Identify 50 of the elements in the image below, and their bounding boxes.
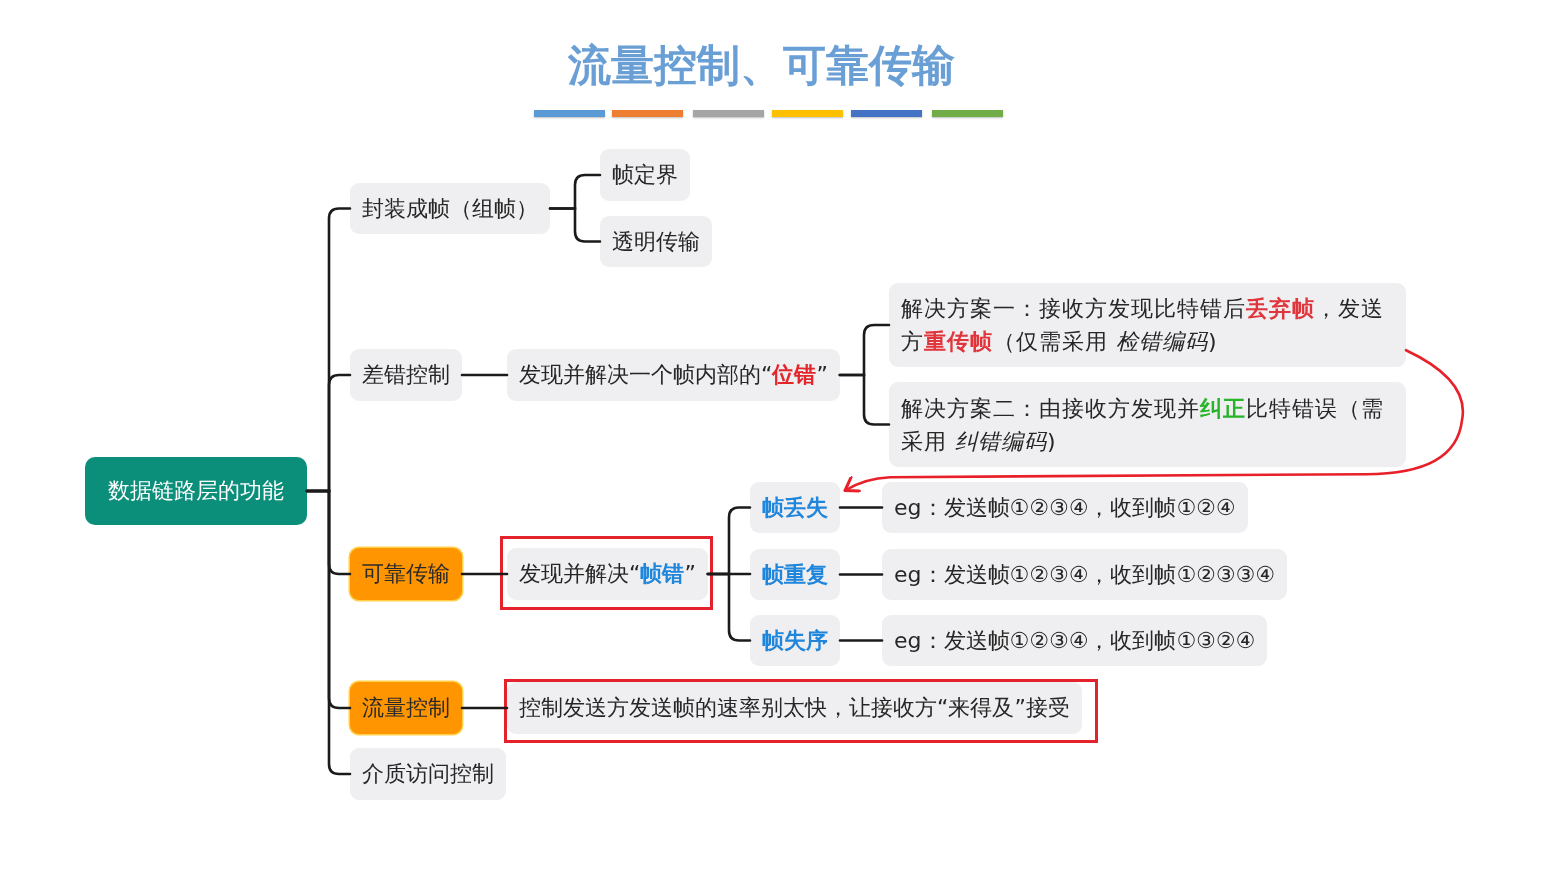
topic-box	[600, 216, 712, 267]
diagram-title: 流量控制、可靠传输	[567, 39, 955, 91]
topic-text: 透明传输	[612, 227, 700, 256]
topic-text: 流量控制	[362, 694, 450, 722]
highlight-frame	[504, 679, 1098, 743]
topic-box	[882, 615, 1268, 666]
root-topic-box	[85, 457, 307, 525]
topic-box	[350, 183, 550, 234]
topic-text: eg：发送帧①②③④，收到帧①②③③④	[894, 560, 1275, 589]
topic-text: 数据链路层的功能	[108, 477, 284, 505]
topic-box	[507, 682, 1082, 734]
highlight-frame	[500, 536, 713, 610]
topic-box	[350, 748, 506, 800]
topic-text: eg：发送帧①②③④，收到帧①②④	[894, 493, 1236, 522]
topic-text: 差错控制	[362, 361, 450, 389]
topic-text: 帧定界	[612, 161, 678, 189]
emphasized-topic-box	[350, 682, 462, 734]
topic-box	[750, 549, 840, 600]
branch-line	[460, 572, 509, 576]
topic-text: 发现并解决“帧错”	[519, 560, 696, 588]
topic-text: 解决方案一：接收方发现比特错后丢弃帧，发送方重传帧（仅需采用 检错编码)	[901, 295, 1385, 356]
branch-line	[838, 373, 891, 426]
topic-text: eg：发送帧①②③④，收到帧①③②④	[894, 626, 1256, 655]
topic-box	[350, 349, 462, 401]
topic-box	[750, 615, 840, 666]
topic-text: 控制发送方发送帧的速率别太快，让接收方“来得及”接受	[519, 694, 1070, 722]
branch-line	[460, 706, 509, 710]
topic-text: 帧失序	[762, 626, 828, 655]
topic-text: 帧重复	[762, 560, 828, 589]
topic-text: 介质访问控制	[362, 760, 494, 788]
topic-box	[882, 482, 1248, 533]
topic-box	[889, 283, 1406, 367]
branch-line	[838, 639, 884, 642]
branch-line	[838, 573, 884, 576]
emphasized-topic-box	[350, 548, 462, 600]
topic-box	[750, 482, 840, 533]
topic-box	[507, 548, 708, 600]
branch-line	[838, 506, 884, 509]
branch-line	[460, 373, 509, 377]
branch-line	[548, 207, 602, 243]
topic-text: 帧丢失	[762, 493, 828, 522]
topic-box	[600, 149, 690, 201]
topic-box	[507, 349, 840, 401]
curved-arrow	[843, 348, 1465, 493]
topic-text: 可靠传输	[362, 560, 450, 588]
topic-box	[889, 382, 1406, 467]
topic-text: 发现并解决一个帧内部的“位错”	[519, 361, 828, 389]
topic-text: 解决方案二：由接收方发现并纠正比特错误（需采用 纠错编码)	[901, 394, 1385, 456]
topic-text: 封装成帧（组帧）	[362, 194, 538, 223]
topic-box	[882, 549, 1287, 600]
